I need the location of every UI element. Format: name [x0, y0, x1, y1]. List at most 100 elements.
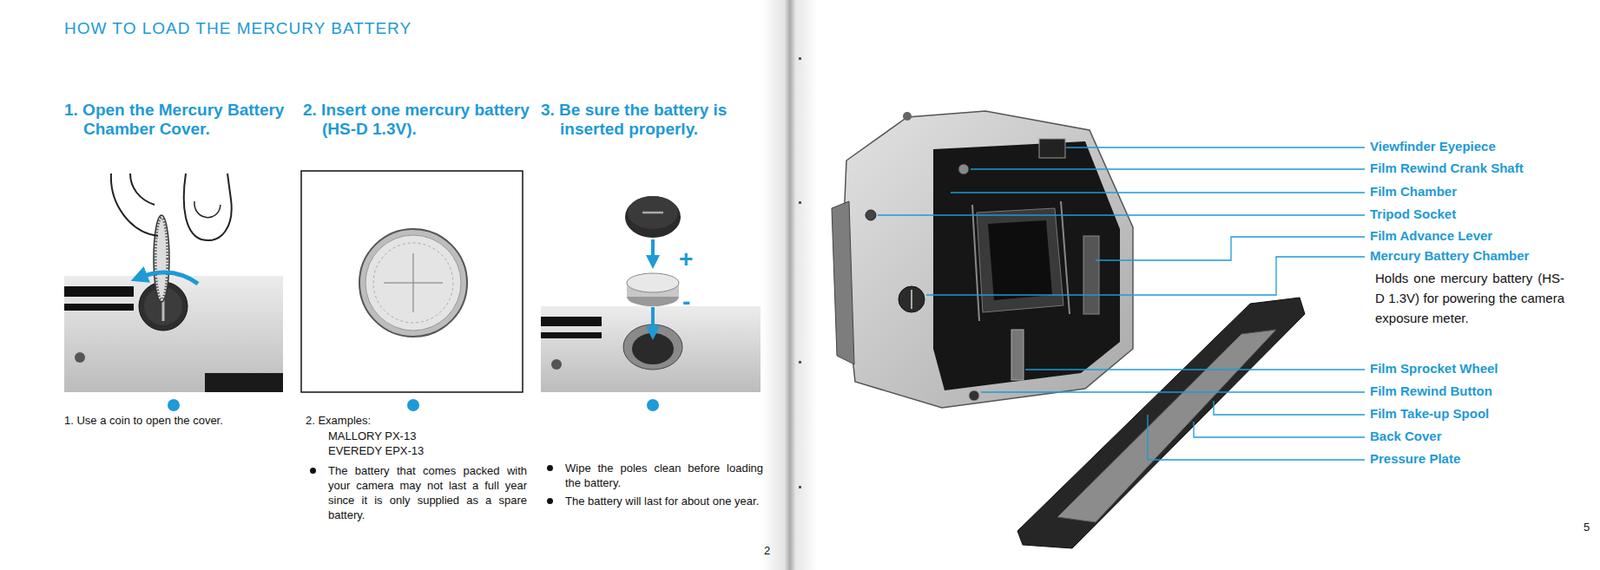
- film-aperture: [987, 220, 1053, 301]
- coin: [153, 215, 170, 303]
- scan-mark: [798, 361, 802, 364]
- scan-mark: [798, 201, 802, 205]
- battery-chamber-cover: [898, 286, 925, 313]
- cover-cap-face: [627, 196, 679, 230]
- part-label: Film Chamber: [1369, 184, 1457, 199]
- film-gate: [976, 208, 1064, 313]
- battery-face: [365, 235, 461, 331]
- part-label: Back Cover: [1369, 428, 1442, 444]
- plate-stripe: [64, 286, 134, 297]
- plate-hole: [74, 352, 86, 363]
- turn-arrow: [138, 272, 198, 284]
- bullet-note: The battery will last for about one year…: [565, 493, 764, 509]
- part-label: Tripod Socket: [1369, 206, 1456, 222]
- viewfinder-eyepiece: [1039, 138, 1066, 159]
- plate-edge: [204, 373, 284, 393]
- page-number: 2: [763, 544, 771, 558]
- leader-line: [1147, 414, 1365, 461]
- bullet-note: The battery that comes packed with your …: [328, 463, 527, 523]
- leader-line: [926, 256, 1365, 296]
- thumb-outline: [184, 173, 232, 241]
- coin-panel: [64, 173, 284, 393]
- leader-line: [950, 191, 1365, 193]
- battery-type: MALLORY PX-13: [328, 428, 520, 444]
- scan-mark: [798, 486, 802, 489]
- blue-dot: [167, 399, 180, 412]
- take-up-spool: [1083, 236, 1100, 315]
- sprocket-wheel: [1011, 329, 1024, 381]
- caption: 2. Examples:: [305, 413, 523, 428]
- pressure-plate: [1057, 329, 1277, 523]
- rewind-shaft: [958, 164, 969, 175]
- camera-top-plate: [540, 306, 761, 393]
- finger-outline: [130, 173, 155, 205]
- battery-rim: [359, 229, 468, 337]
- battery-well-inner: [632, 333, 674, 365]
- leader-line: [981, 391, 1365, 393]
- film-interior: [933, 141, 1120, 391]
- film-rail: [972, 201, 1070, 322]
- part-label: Film Rewind Crank Shaft: [1369, 160, 1524, 176]
- leader-line: [1025, 368, 1365, 370]
- camera-body: [842, 111, 1133, 409]
- thumb-nail: [194, 201, 221, 218]
- part-label: Film Take-up Spool: [1369, 406, 1489, 422]
- camera-top-plate: [64, 276, 284, 393]
- scan-mark: [798, 57, 802, 60]
- coin-ridges: [155, 217, 168, 300]
- page-number: 5: [1583, 520, 1590, 534]
- page-title: HOW TO LOAD THE MERCURY BATTERY: [64, 19, 412, 39]
- polarity-mark: -: [682, 289, 691, 315]
- back-cover: [1017, 297, 1305, 549]
- photo-frame: [301, 171, 523, 393]
- part-description: Holds one mercury battery (HS-D 1.3V) fo…: [1375, 268, 1565, 329]
- cover-slot: [910, 289, 913, 310]
- part-label: Mercury Battery Chamber: [1369, 248, 1529, 264]
- blue-dot: [646, 399, 659, 412]
- leader-line: [877, 214, 1365, 216]
- bullet-dot: [546, 498, 554, 505]
- caption: 1. Use a coin to open the cover.: [64, 413, 292, 428]
- battery-panel: [301, 171, 523, 393]
- leader-lines: [877, 147, 1365, 461]
- camera-back-view: [831, 111, 1305, 549]
- leader-line: [1193, 421, 1365, 438]
- tripod-socket: [865, 210, 876, 221]
- rewind-button: [968, 390, 980, 402]
- part-label: Film Advance Lever: [1369, 228, 1493, 244]
- step-heading: 2. Insert one mercury battery (HS-D 1.3V…: [302, 100, 535, 139]
- insert-arrow: [651, 239, 655, 263]
- polarity-mark: +: [678, 247, 693, 272]
- battery-lettering: [373, 243, 454, 323]
- bullet-note: Wipe the poles clean before loading the …: [565, 460, 764, 491]
- battery-top: [626, 273, 679, 293]
- plate-stripe: [540, 316, 602, 327]
- part-label: Pressure Plate: [1369, 451, 1461, 467]
- battery-type: EVEREDY EPX-13: [328, 443, 520, 459]
- step-heading: 1. Open the Mercury Battery Chamber Cove…: [64, 100, 297, 139]
- plate-stripe: [540, 332, 602, 339]
- battery-cross: [383, 253, 443, 313]
- cover-cap: [625, 196, 681, 238]
- page-gutter: [762, 0, 818, 570]
- plate-stripe: [64, 303, 134, 311]
- leader-line: [970, 168, 1365, 170]
- lens-side: [831, 201, 855, 365]
- blue-dot: [407, 399, 420, 412]
- insert-arrow: [651, 307, 655, 334]
- finger-outline: [111, 173, 159, 237]
- part-label: Viewfinder Eyepiece: [1369, 138, 1496, 154]
- cover-slot: [642, 211, 664, 215]
- insert-panel: [540, 196, 761, 393]
- top-knob: [902, 111, 912, 121]
- leader-line: [1213, 401, 1365, 415]
- part-label: Film Rewind Button: [1369, 383, 1493, 399]
- leader-line: [1066, 146, 1365, 148]
- plate-hole: [551, 359, 562, 370]
- bullet-dot: [546, 465, 554, 472]
- part-label: Film Sprocket Wheel: [1369, 361, 1499, 376]
- bullet-dot: [309, 467, 317, 475]
